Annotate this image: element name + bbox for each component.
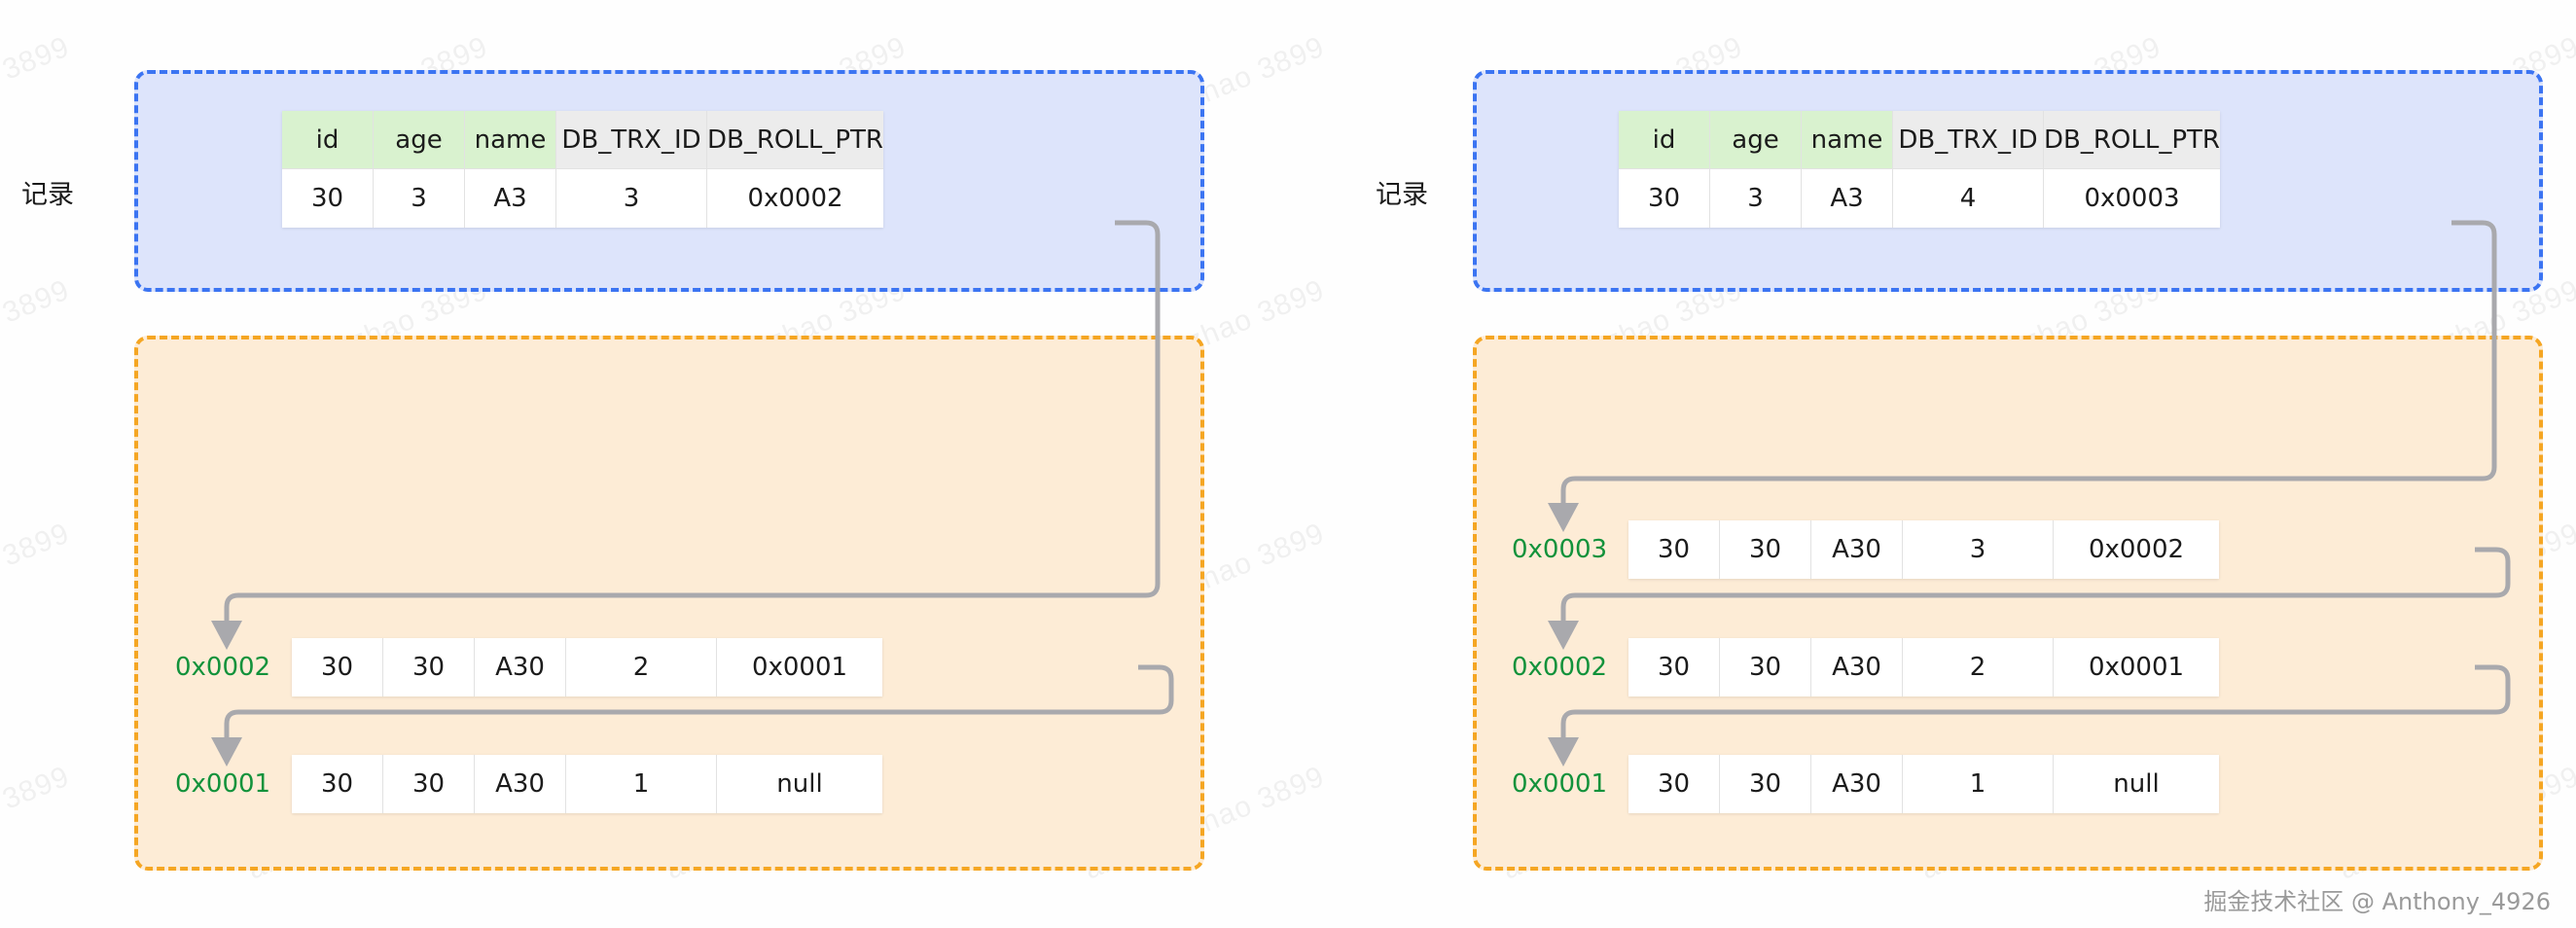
table-header-row: id age name DB_TRX_ID DB_ROLL_PTR — [282, 111, 883, 169]
record-label-left: 记录 — [21, 180, 74, 210]
undo-cell-name: A30 — [475, 638, 566, 696]
col-header-name: name — [465, 111, 556, 169]
record-table-right: id age name DB_TRX_ID DB_ROLL_PTR 30 3 A… — [1619, 111, 2220, 228]
undo-cell-db-trx-id: 1 — [566, 755, 717, 813]
undo-row: 0x0003 30 30 A30 3 0x0002 — [1512, 520, 2219, 579]
cell-age: 3 — [1710, 169, 1802, 228]
col-header-name: name — [1802, 111, 1893, 169]
cell-db-roll-ptr: 0x0002 — [707, 169, 883, 228]
col-header-age: age — [374, 111, 465, 169]
undo-row-key: 0x0001 — [175, 769, 271, 799]
undo-cell-id: 30 — [1628, 638, 1720, 696]
undo-row-key: 0x0002 — [1512, 653, 1608, 682]
undo-cell-db-roll-ptr: null — [2054, 755, 2219, 813]
undo-row-key: 0x0002 — [175, 653, 271, 682]
undo-cell-db-trx-id: 2 — [566, 638, 717, 696]
cell-db-trx-id: 4 — [1893, 169, 2044, 228]
undo-cell-age: 30 — [1720, 755, 1811, 813]
undo-row: 0x0001 30 30 A30 1 null — [1512, 755, 2219, 813]
undo-cell-age: 30 — [383, 755, 475, 813]
undo-cell-id: 30 — [292, 638, 383, 696]
undo-cell-id: 30 — [1628, 520, 1720, 579]
undo-cell-db-roll-ptr: 0x0001 — [717, 638, 882, 696]
undo-cell-name: A30 — [475, 755, 566, 813]
cell-db-roll-ptr: 0x0003 — [2044, 169, 2220, 228]
undo-row-cells: 30 30 A30 1 null — [292, 755, 882, 813]
undo-cell-db-trx-id: 2 — [1903, 638, 2054, 696]
credit-watermark: 掘金技术社区 @ Anthony_4926 — [2203, 888, 2551, 915]
col-header-db-trx-id: DB_TRX_ID — [556, 111, 707, 169]
panel-left: 记录 id age name DB_TRX_ID DB_ROLL_PTR 30 … — [21, 70, 1204, 871]
undo-cell-name: A30 — [1811, 755, 1903, 813]
cell-id: 30 — [282, 169, 374, 228]
cell-age: 3 — [374, 169, 465, 228]
undo-cell-age: 30 — [1720, 638, 1811, 696]
cell-id: 30 — [1619, 169, 1710, 228]
undo-cell-age: 30 — [383, 638, 475, 696]
undo-row-key: 0x0001 — [1512, 769, 1608, 799]
undo-cell-db-roll-ptr: null — [717, 755, 882, 813]
undo-cell-name: A30 — [1811, 638, 1903, 696]
undo-row: 0x0002 30 30 A30 2 0x0001 — [1512, 638, 2219, 696]
table-row: 30 3 A3 3 0x0002 — [282, 169, 883, 228]
undo-cell-db-trx-id: 3 — [1903, 520, 2054, 579]
cell-name: A3 — [465, 169, 556, 228]
undo-cell-db-roll-ptr: 0x0002 — [2054, 520, 2219, 579]
record-label-right: 记录 — [1376, 180, 1428, 210]
col-header-db-trx-id: DB_TRX_ID — [1893, 111, 2044, 169]
undo-cell-db-trx-id: 1 — [1903, 755, 2054, 813]
undo-row-cells: 30 30 A30 1 null — [1628, 755, 2219, 813]
undo-row-cells: 30 30 A30 3 0x0002 — [1628, 520, 2219, 579]
table-header-row: id age name DB_TRX_ID DB_ROLL_PTR — [1619, 111, 2220, 169]
col-header-id: id — [1619, 111, 1710, 169]
cell-db-trx-id: 3 — [556, 169, 707, 228]
undo-row: 0x0001 30 30 A30 1 null — [175, 755, 882, 813]
undo-row-key: 0x0003 — [1512, 535, 1608, 564]
undo-cell-id: 30 — [292, 755, 383, 813]
col-header-db-roll-ptr: DB_ROLL_PTR — [2044, 111, 2220, 169]
col-header-age: age — [1710, 111, 1802, 169]
undo-row-cells: 30 30 A30 2 0x0001 — [292, 638, 882, 696]
undo-cell-db-roll-ptr: 0x0001 — [2054, 638, 2219, 696]
col-header-id: id — [282, 111, 374, 169]
undo-row-cells: 30 30 A30 2 0x0001 — [1628, 638, 2219, 696]
undo-cell-age: 30 — [1720, 520, 1811, 579]
panel-right: 记录 id age name DB_TRX_ID DB_ROLL_PTR 30 … — [1288, 0, 2576, 928]
undo-cell-id: 30 — [1628, 755, 1720, 813]
undo-row: 0x0002 30 30 A30 2 0x0001 — [175, 638, 882, 696]
record-table-left: id age name DB_TRX_ID DB_ROLL_PTR 30 3 A… — [282, 111, 883, 228]
undo-cell-name: A30 — [1811, 520, 1903, 579]
col-header-db-roll-ptr: DB_ROLL_PTR — [707, 111, 883, 169]
cell-name: A3 — [1802, 169, 1893, 228]
table-row: 30 3 A3 4 0x0003 — [1619, 169, 2220, 228]
